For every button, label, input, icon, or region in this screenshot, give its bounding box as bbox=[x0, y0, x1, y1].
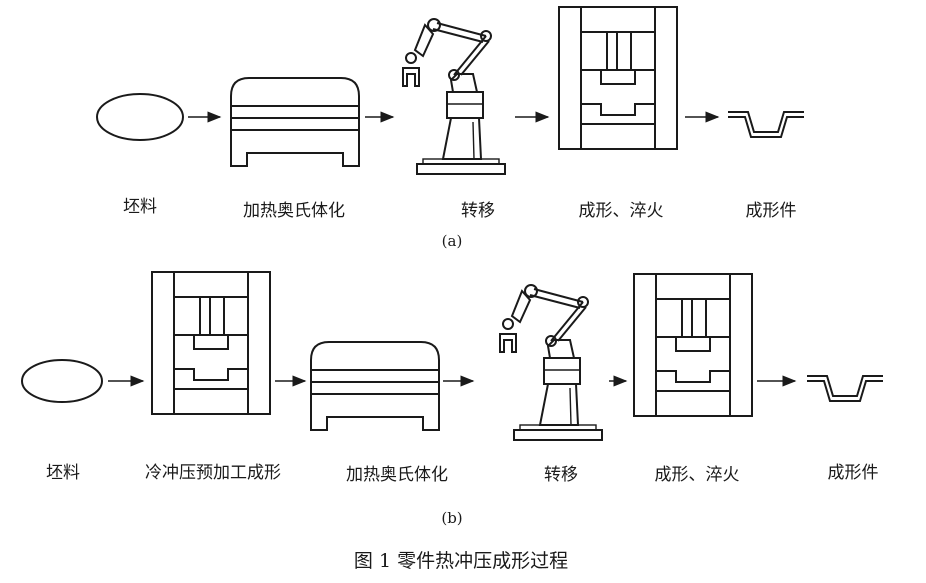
press-a bbox=[558, 6, 678, 150]
press-hot-b bbox=[633, 273, 753, 417]
robot-a bbox=[402, 18, 506, 175]
step-label-transfer-a: 转移 bbox=[461, 201, 495, 221]
furnace-b bbox=[310, 341, 440, 431]
subfigure-label-b: (b) bbox=[441, 509, 463, 527]
robot-b bbox=[499, 284, 603, 441]
step-label-heat-a: 加热奥氏体化 bbox=[243, 201, 345, 221]
step-label-form-quench-b: 成形、淬火 bbox=[654, 465, 740, 485]
step-label-form-quench-a: 成形、淬火 bbox=[578, 201, 664, 221]
blank-ellipse-b bbox=[21, 359, 103, 403]
figure-caption: 图 1 零件热冲压成形过程 bbox=[353, 550, 569, 572]
step-label-blank-a: 坯料 bbox=[123, 197, 157, 217]
subfigure-label-a: (a) bbox=[441, 232, 463, 250]
step-label-heat-b: 加热奥氏体化 bbox=[346, 465, 448, 485]
step-label-part-a: 成形件 bbox=[745, 201, 797, 221]
step-label-cold-press-b: 冷冲压预加工成形 bbox=[145, 463, 281, 483]
formed-part-a bbox=[727, 111, 805, 138]
formed-part-b bbox=[806, 375, 884, 402]
press-cold-b bbox=[151, 271, 271, 415]
step-label-transfer-b: 转移 bbox=[544, 465, 578, 485]
step-label-blank-b: 坯料 bbox=[46, 463, 80, 483]
blank-ellipse-a bbox=[96, 93, 184, 141]
step-label-part-b: 成形件 bbox=[827, 463, 879, 483]
furnace-a bbox=[230, 77, 360, 167]
